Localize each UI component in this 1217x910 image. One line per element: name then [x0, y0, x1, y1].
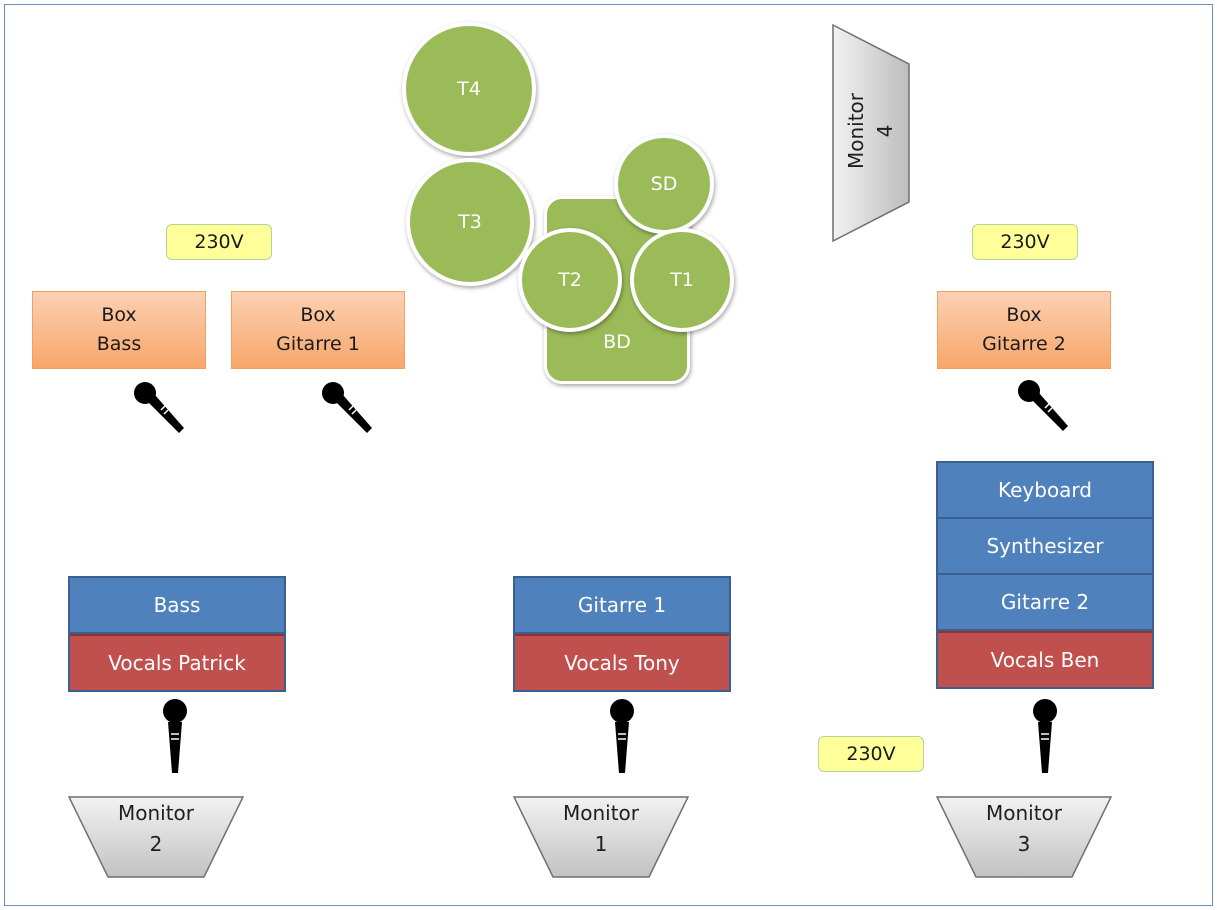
- drum-t3-label: T3: [458, 211, 482, 233]
- power-bottom-label: 230V: [846, 743, 896, 765]
- vocals-tony: Vocals Tony: [515, 634, 729, 690]
- instrument-gitarre-2: Gitarre 2: [938, 575, 1152, 631]
- monitor-3-line2: 3: [1017, 832, 1031, 856]
- station-left: Bass Vocals Patrick: [68, 576, 286, 692]
- drum-t1: T1: [630, 228, 734, 332]
- monitor-1: Monitor 1: [513, 796, 689, 878]
- drum-t2-label: T2: [558, 269, 582, 291]
- amp-gitarre2-line1: Box: [1006, 304, 1042, 326]
- monitor-1-wedge: [513, 796, 689, 878]
- power-outlet-right: 230V: [972, 224, 1078, 260]
- drum-bd-label: BD: [603, 331, 631, 353]
- stage-plan-frame: [4, 4, 1213, 906]
- monitor-4-line2: 4: [873, 124, 897, 138]
- microphone-icon: [322, 382, 372, 433]
- amp-bass-line2: Bass: [96, 333, 142, 355]
- drum-snare: SD: [614, 134, 714, 234]
- microphone-icon: [1018, 380, 1068, 431]
- power-left-label: 230V: [194, 231, 244, 253]
- monitor-2-line2: 2: [149, 832, 163, 856]
- monitor-4-line1: Monitor: [844, 92, 868, 170]
- monitor-1-line1: Monitor: [562, 801, 640, 825]
- instrument-synthesizer: Synthesizer: [938, 519, 1152, 575]
- monitor-3-label: Monitor 3: [936, 798, 1112, 860]
- amp-box-gitarre-2: Box Gitarre 2: [937, 291, 1111, 369]
- power-outlet-bottom: 230V: [818, 736, 924, 772]
- power-outlet-left: 230V: [166, 224, 272, 260]
- microphone-icon: [134, 382, 184, 433]
- drum-t4: T4: [402, 22, 536, 156]
- monitor-1-line2: 1: [594, 832, 608, 856]
- microphone-icon: [610, 699, 634, 773]
- vocals-patrick: Vocals Patrick: [70, 634, 284, 690]
- monitor-3-wedge: [936, 796, 1112, 878]
- amp-gitarre1-line2: Gitarre 1: [276, 333, 360, 355]
- monitor-1-label: Monitor 1: [513, 798, 689, 860]
- amp-gitarre2-line2: Gitarre 2: [982, 333, 1066, 355]
- monitor-3: Monitor 3: [936, 796, 1112, 878]
- monitor-4-wedge: [832, 24, 910, 242]
- power-right-label: 230V: [1000, 231, 1050, 253]
- monitor-4-label: Monitor 4: [842, 22, 900, 240]
- monitor-2-line1: Monitor: [117, 801, 195, 825]
- amp-gitarre1-line1: Box: [300, 304, 336, 326]
- microphone-icon: [1033, 699, 1057, 773]
- station-right: Keyboard Synthesizer Gitarre 2 Vocals Be…: [936, 461, 1154, 689]
- microphone-icon: [163, 699, 187, 773]
- instrument-gitarre-1: Gitarre 1: [515, 578, 729, 634]
- vocals-ben: Vocals Ben: [938, 631, 1152, 687]
- monitor-3-line1: Monitor: [985, 801, 1063, 825]
- amp-box-bass: Box Bass: [32, 291, 206, 369]
- amp-box-gitarre-1: Box Gitarre 1: [231, 291, 405, 369]
- monitor-2-label: Monitor 2: [68, 798, 244, 860]
- instrument-keyboard: Keyboard: [938, 463, 1152, 519]
- instrument-bass: Bass: [70, 578, 284, 634]
- drum-t3: T3: [406, 158, 534, 286]
- drum-t1-label: T1: [670, 269, 694, 291]
- drum-sd-label: SD: [650, 173, 678, 195]
- amp-bass-line1: Box: [101, 304, 137, 326]
- drum-t2: T2: [518, 228, 622, 332]
- station-center: Gitarre 1 Vocals Tony: [513, 576, 731, 692]
- drum-t4-label: T4: [457, 78, 481, 100]
- monitor-2: Monitor 2: [68, 796, 244, 878]
- monitor-2-wedge: [68, 796, 244, 878]
